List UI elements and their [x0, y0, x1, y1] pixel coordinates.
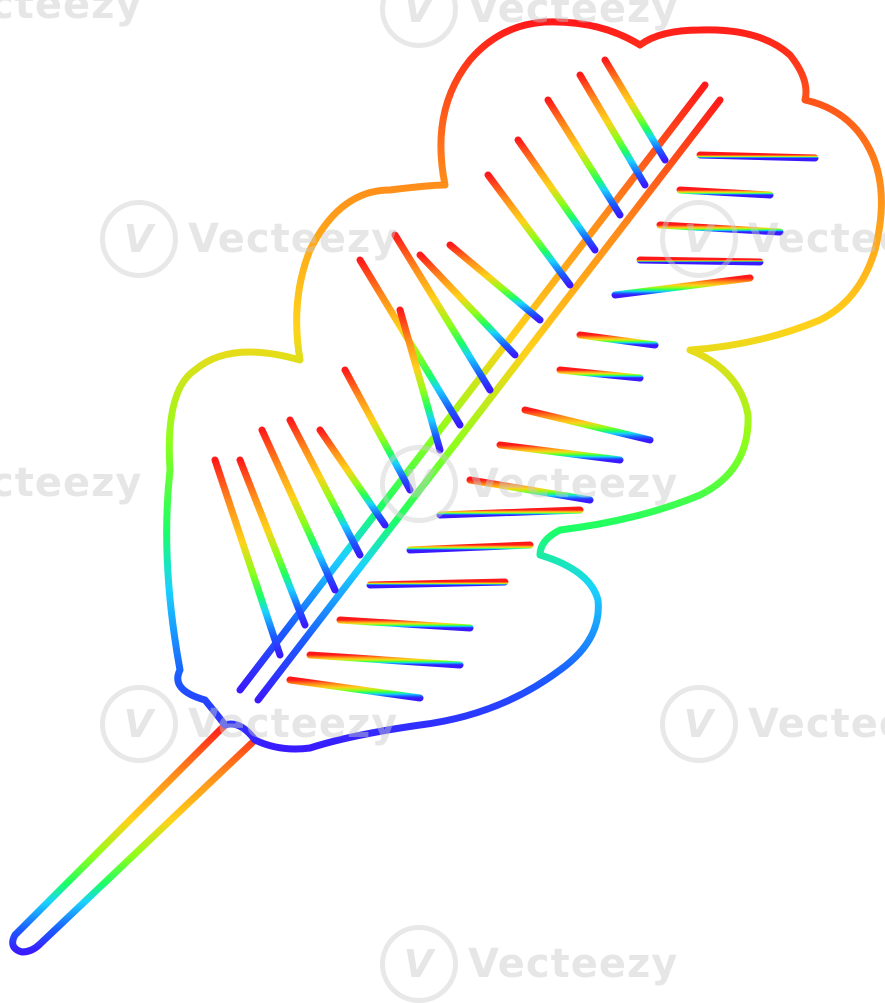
- barb: [436, 506, 584, 519]
- barb: [466, 476, 594, 504]
- barb: [236, 456, 309, 629]
- barb: [336, 616, 474, 632]
- barb: [656, 221, 784, 236]
- barb: [521, 406, 654, 444]
- barb: [496, 441, 624, 464]
- barb: [286, 676, 424, 702]
- barb: [366, 578, 509, 589]
- barb: [211, 456, 284, 659]
- barb: [636, 256, 764, 266]
- barb: [391, 231, 494, 394]
- center-vein: [236, 81, 709, 694]
- barb: [416, 251, 519, 359]
- barb: [396, 306, 444, 454]
- barb: [286, 416, 364, 559]
- barb: [406, 541, 534, 554]
- barb: [484, 171, 574, 289]
- barb: [258, 426, 339, 594]
- barb: [544, 96, 624, 219]
- barb: [316, 426, 389, 529]
- barb: [306, 651, 464, 669]
- barb: [556, 366, 644, 382]
- barb: [341, 366, 414, 494]
- barb: [601, 56, 669, 164]
- barb: [576, 71, 649, 189]
- barb: [676, 186, 774, 199]
- barb: [696, 151, 819, 162]
- barb: [514, 136, 599, 254]
- center-vein-inner: [254, 96, 724, 704]
- barb: [446, 241, 544, 324]
- barb: [576, 331, 659, 349]
- barb: [611, 274, 754, 299]
- stem-outline: [9, 721, 259, 956]
- feather-leaf-illustration: [9, 18, 885, 956]
- leaf-outline: [163, 18, 885, 753]
